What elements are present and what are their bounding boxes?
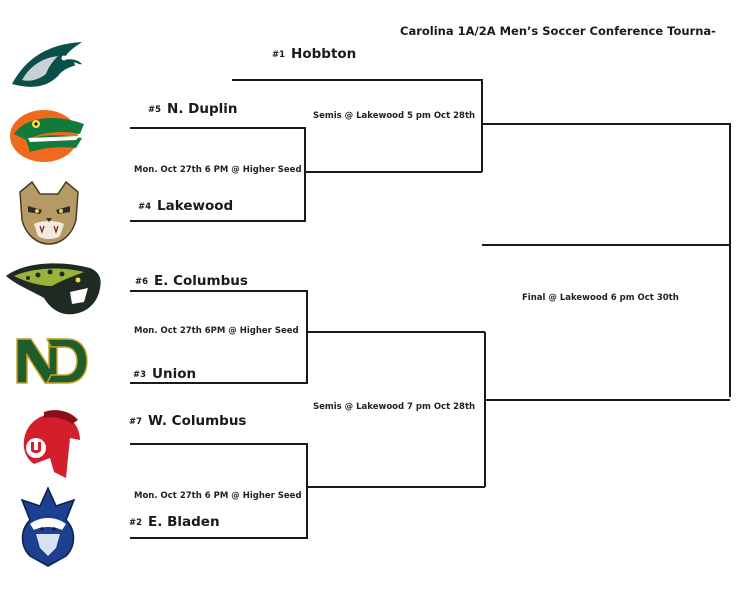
team-wcolumbus: #7 W. Columbus bbox=[129, 413, 246, 430]
seed-label: #6 bbox=[135, 277, 149, 287]
nd-logo bbox=[16, 338, 88, 384]
team-name: E. Bladen bbox=[148, 514, 220, 530]
gator-logo bbox=[10, 110, 84, 162]
team-name: N. Duplin bbox=[167, 101, 238, 117]
game-note-final: Final @ Lakewood 6 pm Oct 30th bbox=[522, 293, 679, 303]
game-note-semi-bot: Semis @ Lakewood 7 pm Oct 28th bbox=[313, 402, 476, 412]
seed-label: #1 bbox=[272, 50, 286, 60]
team-name: Hobbton bbox=[291, 46, 357, 62]
team-name: E. Columbus bbox=[154, 273, 248, 289]
team-hobbton: #1 Hobbton bbox=[272, 46, 356, 63]
team-lakewood: #4 Lakewood bbox=[138, 198, 233, 215]
seed-label: #7 bbox=[129, 417, 143, 427]
team-union: #3 Union bbox=[133, 366, 196, 383]
team-nduplin: #5 N. Duplin bbox=[148, 101, 238, 118]
spartan-logo bbox=[23, 410, 80, 478]
viking-logo bbox=[20, 486, 76, 567]
line-ecolumbus bbox=[130, 290, 308, 384]
eagle-logo bbox=[12, 42, 84, 87]
line-semi-top-out bbox=[482, 123, 731, 397]
seed-label: #5 bbox=[148, 105, 162, 115]
line-hobbton bbox=[232, 79, 483, 172]
team-name: W. Columbus bbox=[148, 413, 247, 429]
game-note-r1-bot: Mon. Oct 27th 6 PM @ Higher Seed bbox=[134, 491, 302, 501]
wildcat-logo bbox=[19, 180, 79, 245]
game-note-r1-mid: Mon. Oct 27th 6PM @ Higher Seed bbox=[134, 326, 299, 336]
team-ebladen: #2 E. Bladen bbox=[129, 514, 220, 531]
team-name: Union bbox=[152, 366, 197, 382]
bracket-title: Carolina 1A/2A Men’s Soccer Conference T… bbox=[400, 24, 716, 38]
team-name: Lakewood bbox=[157, 198, 234, 214]
seed-label: #2 bbox=[129, 518, 143, 528]
jaguar-logo bbox=[6, 263, 101, 315]
team-ecolumbus: #6 E. Columbus bbox=[135, 273, 248, 290]
line-nduplin bbox=[130, 127, 306, 222]
seed-label: #3 bbox=[133, 370, 147, 380]
seed-label: #4 bbox=[138, 202, 152, 212]
line-wcolumbus bbox=[130, 443, 308, 539]
game-note-r1-top: Mon. Oct 27th 6 PM @ Higher Seed bbox=[134, 165, 302, 175]
game-note-semi-top: Semis @ Lakewood 5 pm Oct 28th bbox=[313, 111, 476, 121]
